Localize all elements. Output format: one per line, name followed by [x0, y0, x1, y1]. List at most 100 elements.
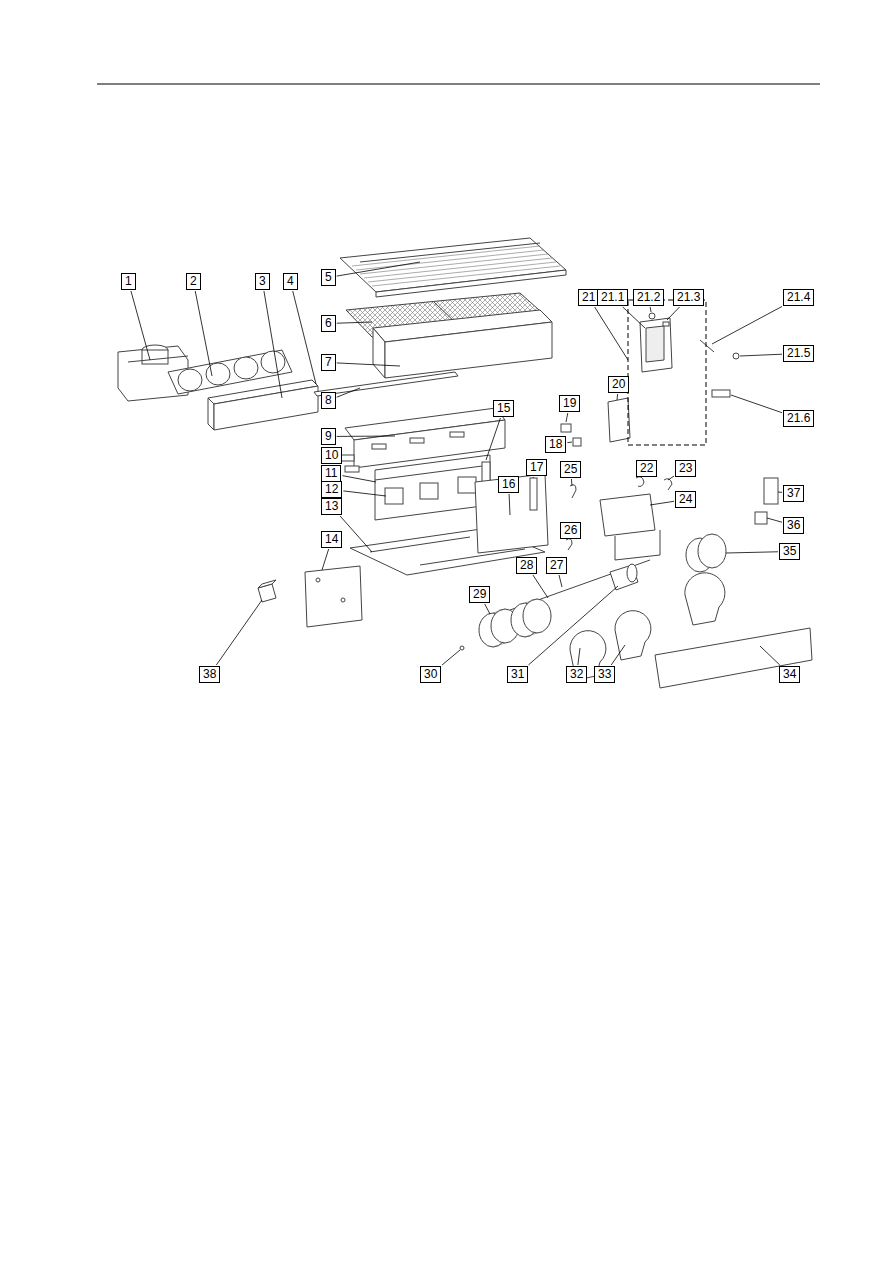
callout-number: 25 — [564, 462, 577, 476]
part-outline — [118, 238, 812, 688]
part-outline — [373, 328, 385, 378]
leader-line — [567, 442, 572, 444]
part-outline — [482, 462, 490, 482]
part-outline — [698, 534, 726, 568]
callout-number: 21.1 — [601, 290, 624, 304]
part-outline — [458, 477, 476, 493]
callout-box: 9 — [321, 428, 336, 445]
part-outline — [341, 598, 345, 602]
part-outline — [364, 258, 552, 278]
part-outline — [646, 326, 664, 362]
part-outline — [610, 565, 638, 590]
callout-number: 17 — [530, 460, 543, 474]
callout-box: 21.3 — [673, 289, 704, 306]
callout-box: 28 — [516, 557, 537, 574]
part-outline — [410, 438, 424, 443]
leader-line — [668, 476, 674, 480]
callout-box: 8 — [321, 392, 336, 409]
callout-number: 6 — [325, 316, 332, 330]
callout-box: 15 — [493, 400, 514, 417]
callout-box: 4 — [283, 273, 298, 290]
leader-line — [337, 363, 400, 366]
leader-line — [486, 418, 500, 460]
callout-box: 21.5 — [783, 345, 814, 362]
part-outline — [372, 266, 560, 286]
leader-line — [485, 604, 490, 614]
part-outline — [258, 580, 276, 588]
callout-number: 21.4 — [787, 290, 810, 304]
callout-number: 16 — [502, 477, 515, 491]
leader-line — [293, 291, 316, 384]
callout-box: 22 — [636, 460, 657, 477]
callout-box: 17 — [526, 459, 547, 476]
part-outline — [663, 322, 669, 326]
part-outline — [685, 573, 725, 625]
leader-line — [667, 307, 680, 320]
callout-box: 13 — [321, 498, 342, 515]
part-outline — [525, 599, 537, 603]
callout-number: 19 — [563, 396, 576, 410]
part-outline — [208, 398, 214, 430]
callout-box: 16 — [498, 476, 519, 493]
part-outline — [356, 250, 544, 270]
callout-number: 32 — [570, 667, 583, 681]
part-outline — [370, 537, 470, 552]
leader-line — [778, 492, 782, 493]
callout-number: 15 — [497, 401, 510, 415]
part-outline — [450, 432, 464, 437]
part-outline — [615, 611, 651, 660]
part-outline — [214, 386, 318, 430]
leader-line — [578, 648, 580, 665]
callout-box: 26 — [560, 522, 581, 539]
leader-line — [337, 322, 372, 323]
callout-number: 22 — [640, 461, 653, 475]
leader-line — [337, 436, 395, 437]
callout-number: 12 — [325, 482, 338, 496]
callout-box: 3 — [255, 273, 270, 290]
part-outline — [608, 398, 630, 442]
callout-number: 21.6 — [787, 411, 810, 425]
part-outline — [375, 455, 490, 520]
callout-number: 24 — [679, 492, 692, 506]
callout-number: 21 — [582, 290, 595, 304]
part-outline — [368, 262, 556, 282]
leader-line — [337, 262, 420, 276]
leader-line — [216, 600, 262, 665]
leader-line — [623, 307, 645, 328]
part-outline — [420, 483, 438, 499]
leader-line — [264, 291, 282, 398]
part-outline — [700, 340, 714, 352]
part-outline — [316, 578, 320, 582]
callout-number: 23 — [679, 461, 692, 475]
leader-line — [509, 494, 511, 515]
callout-number: 27 — [550, 558, 563, 572]
callout-number: 37 — [787, 486, 800, 500]
part-outline — [372, 444, 386, 449]
callout-box: 27 — [546, 557, 567, 574]
group-bracket — [628, 300, 706, 445]
part-outline — [649, 313, 655, 319]
part-outline — [360, 243, 540, 262]
callout-number: 9 — [325, 429, 332, 443]
leader-line — [571, 479, 573, 486]
part-outline — [493, 609, 505, 613]
callout-number: 28 — [520, 558, 533, 572]
part-outline — [636, 477, 644, 487]
callout-number: 1 — [125, 274, 132, 288]
callout-box: 19 — [559, 395, 580, 412]
leader-line — [343, 491, 386, 496]
callout-number: 31 — [511, 667, 524, 681]
leader-line — [559, 575, 562, 587]
callout-number: 21.5 — [787, 346, 810, 360]
leader-lines — [131, 262, 782, 665]
part-outline — [420, 549, 525, 565]
callout-box: 23 — [675, 460, 696, 477]
part-outline — [475, 474, 548, 553]
callout-box: 18 — [545, 436, 566, 453]
callout-number: 34 — [783, 667, 796, 681]
leader-line — [740, 354, 782, 356]
leader-line — [442, 650, 460, 665]
leader-line — [533, 477, 534, 478]
callout-box: 6 — [321, 315, 336, 332]
part-outline — [305, 566, 362, 627]
